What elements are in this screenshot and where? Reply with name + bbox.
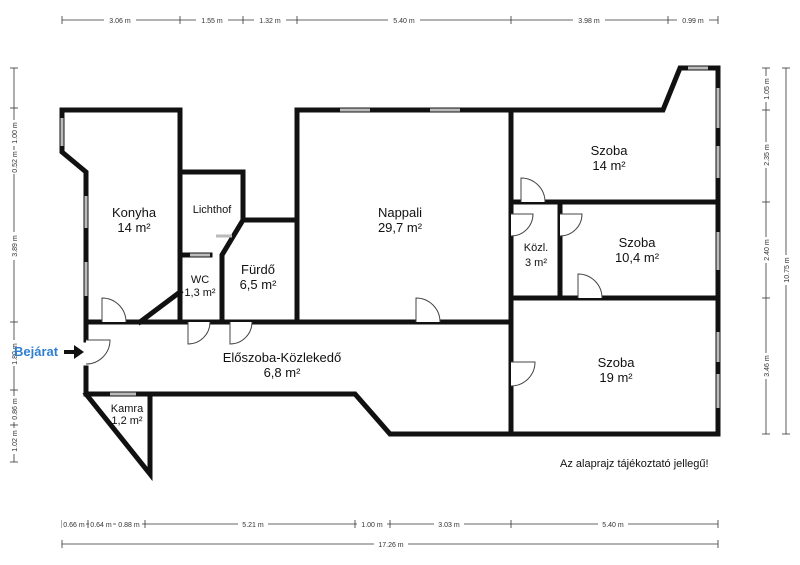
dim-right-2: 2.35 m: [764, 144, 771, 166]
room-kozl-area: 3 m²: [525, 257, 547, 269]
room-szoba3-name: Szoba: [598, 355, 636, 370]
walls: [59, 65, 721, 482]
disclaimer-text: Az alaprajz tájékoztató jellegű!: [560, 458, 709, 470]
room-kamra-name: Kamra: [111, 403, 144, 415]
room-nappali-name: Nappali: [378, 205, 422, 220]
dimension-labels-bottom: 0.66 m 0.64 m 0.88 m 5.21 m 1.00 m 3.03 …: [62, 519, 628, 549]
dimension-labels-top: 3.06 m 1.55 m 1.32 m 5.40 m 3.98 m 0.99 …: [104, 15, 709, 25]
room-kamra-area: 1,2 m²: [111, 415, 143, 427]
door-szoba2-side: [559, 213, 583, 237]
dim-left-3: 3.89 m: [12, 235, 19, 257]
room-szoba1-name: Szoba: [591, 143, 629, 158]
dim-right-4: 3.46 m: [764, 355, 771, 377]
dim-left-1: 1.00 m: [12, 122, 19, 144]
dim-bottom-5: 1.00 m: [361, 522, 383, 529]
room-szoba3-area: 19 m²: [599, 370, 633, 385]
entrance-label: Bejárat: [14, 344, 59, 359]
door-szoba2: [577, 273, 603, 299]
dim-bottom-total: 17.26 m: [378, 542, 403, 549]
door-nappali: [415, 297, 441, 323]
dim-left-4: 1.80 m: [12, 343, 19, 365]
dim-top-5: 3.98 m: [578, 18, 600, 25]
dim-left-6: 1.02 m: [12, 430, 19, 452]
door-szoba3: [510, 361, 536, 387]
room-szoba2-name: Szoba: [619, 235, 657, 250]
room-eloszoba-name: Előszoba-Közlekedő: [223, 350, 342, 365]
dim-top-3: 1.32 m: [259, 18, 281, 25]
dim-left-2: 0.52 m: [12, 151, 19, 173]
door-entrance: [85, 339, 111, 365]
dim-bottom-3: 0.88 m: [118, 522, 140, 529]
room-furdo-area: 6,5 m²: [240, 277, 278, 292]
dim-bottom-2: 0.64 m: [90, 522, 112, 529]
room-szoba1-area: 14 m²: [592, 158, 626, 173]
room-lichthof-name: Lichthof: [193, 204, 232, 216]
room-furdo-name: Fürdő: [241, 262, 275, 277]
dim-left-5: 0.86 m: [12, 398, 19, 420]
room-wc-name: WC: [191, 274, 209, 286]
room-labels: Konyha 14 m² Lichthof WC 1,3 m² Fürdő 6,…: [111, 143, 660, 427]
dim-top-4: 5.40 m: [393, 18, 415, 25]
room-konyha-area: 14 m²: [117, 220, 151, 235]
dim-right-1: 1.05 m: [764, 78, 771, 100]
room-wc-area: 1,3 m²: [184, 287, 216, 299]
dimension-labels-left: 1.00 m 0.52 m 3.89 m 1.80 m 0.86 m 1.02 …: [9, 120, 19, 454]
room-eloszoba-area: 6,8 m²: [264, 365, 302, 380]
dim-right-3: 2.40 m: [764, 239, 771, 261]
dim-top-1: 3.06 m: [109, 18, 131, 25]
doors: [85, 177, 603, 387]
door-kozl: [510, 213, 534, 237]
door-wc: [187, 321, 211, 345]
room-kozl-name: Közl.: [524, 242, 548, 254]
dim-bottom-6: 3.03 m: [438, 522, 460, 529]
room-konyha-name: Konyha: [112, 205, 157, 220]
dimension-labels-right: 1.05 m 2.35 m 2.40 m 3.46 m 10.75 m: [761, 76, 791, 379]
room-nappali-area: 29,7 m²: [378, 220, 423, 235]
dim-right-total: 10.75 m: [784, 257, 791, 282]
door-konyha: [101, 297, 127, 323]
dim-bottom-7: 5.40 m: [602, 522, 624, 529]
door-szoba1: [520, 177, 546, 203]
dim-bottom-4: 5.21 m: [242, 522, 264, 529]
dim-bottom-1: 0.66 m: [63, 522, 85, 529]
entrance-arrow-icon: [64, 345, 84, 359]
room-szoba2-area: 10,4 m²: [615, 250, 660, 265]
windows: [60, 66, 720, 408]
door-furdo: [229, 321, 253, 345]
dim-top-6: 0.99 m: [682, 18, 704, 25]
dim-top-2: 1.55 m: [201, 18, 223, 25]
